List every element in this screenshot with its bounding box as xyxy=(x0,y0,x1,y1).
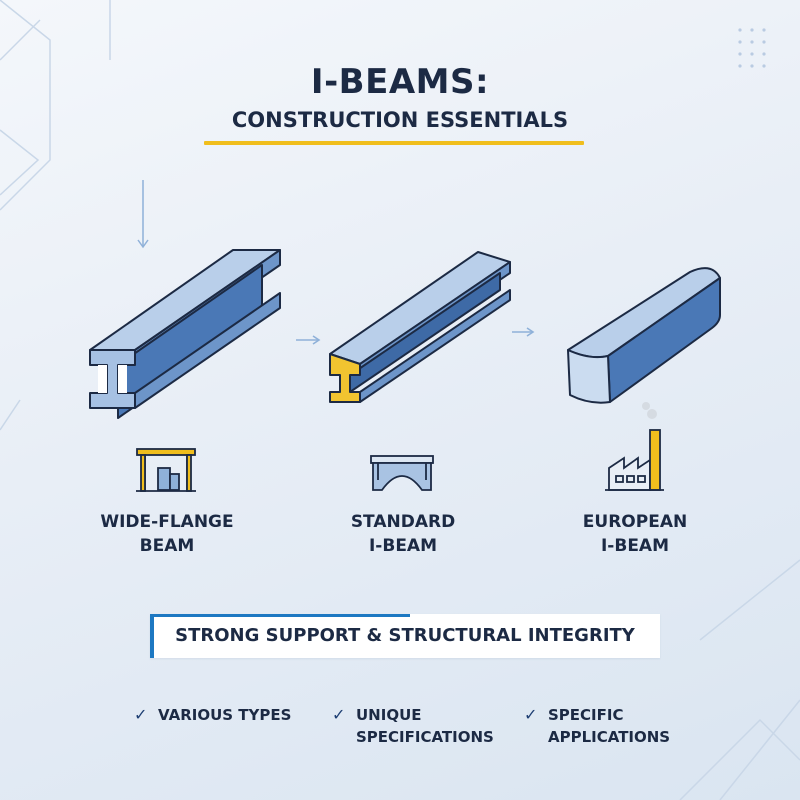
tagline-text: STRONG SUPPORT & STRUCTURAL INTEGRITY xyxy=(175,625,635,646)
arrow-down-icon xyxy=(137,180,149,249)
beam-label-line1: EUROPEAN xyxy=(582,512,688,532)
beam-label-line2: BEAM xyxy=(139,536,195,556)
building-frame-icon xyxy=(136,448,196,492)
checkmark-icon: ✓ xyxy=(134,705,148,724)
factory-icon xyxy=(605,402,664,491)
beam-label-line1: WIDE-FLANGE xyxy=(100,512,234,532)
banner-accent-bar xyxy=(150,614,410,617)
standard-i-beam-illustration xyxy=(329,251,511,403)
beam-label-standard: STANDARD I-BEAM xyxy=(303,510,503,558)
feature-label-line1: VARIOUS TYPES xyxy=(158,706,292,724)
wide-flange-beam-illustration xyxy=(89,249,281,419)
feature-label-line2: APPLICATIONS xyxy=(548,728,671,746)
feature-label-line1: UNIQUE xyxy=(356,706,422,724)
beam-label-european: EUROPEAN I-BEAM xyxy=(535,510,735,558)
checkmark-icon: ✓ xyxy=(332,705,346,724)
arrow-right-icon xyxy=(296,335,321,345)
feature-label-line1: SPECIFIC xyxy=(548,706,624,724)
title-underline xyxy=(204,141,584,145)
beam-label-line2: I-BEAM xyxy=(368,536,438,556)
feature-label-line2: SPECIFICATIONS xyxy=(356,728,494,746)
arch-bridge-icon xyxy=(370,455,434,491)
beam-label-wide-flange: WIDE-FLANGE BEAM xyxy=(67,510,267,558)
arrow-right-icon xyxy=(512,327,535,337)
beam-label-line1: STANDARD xyxy=(350,512,456,532)
european-i-beam-illustration xyxy=(567,267,721,404)
beam-label-line2: I-BEAM xyxy=(600,536,670,556)
tagline-banner xyxy=(150,614,660,658)
checkmark-icon: ✓ xyxy=(524,705,538,724)
page-title: I-BEAMS: xyxy=(310,62,490,102)
page-subtitle: CONSTRUCTION ESSENTIALS xyxy=(231,108,569,132)
